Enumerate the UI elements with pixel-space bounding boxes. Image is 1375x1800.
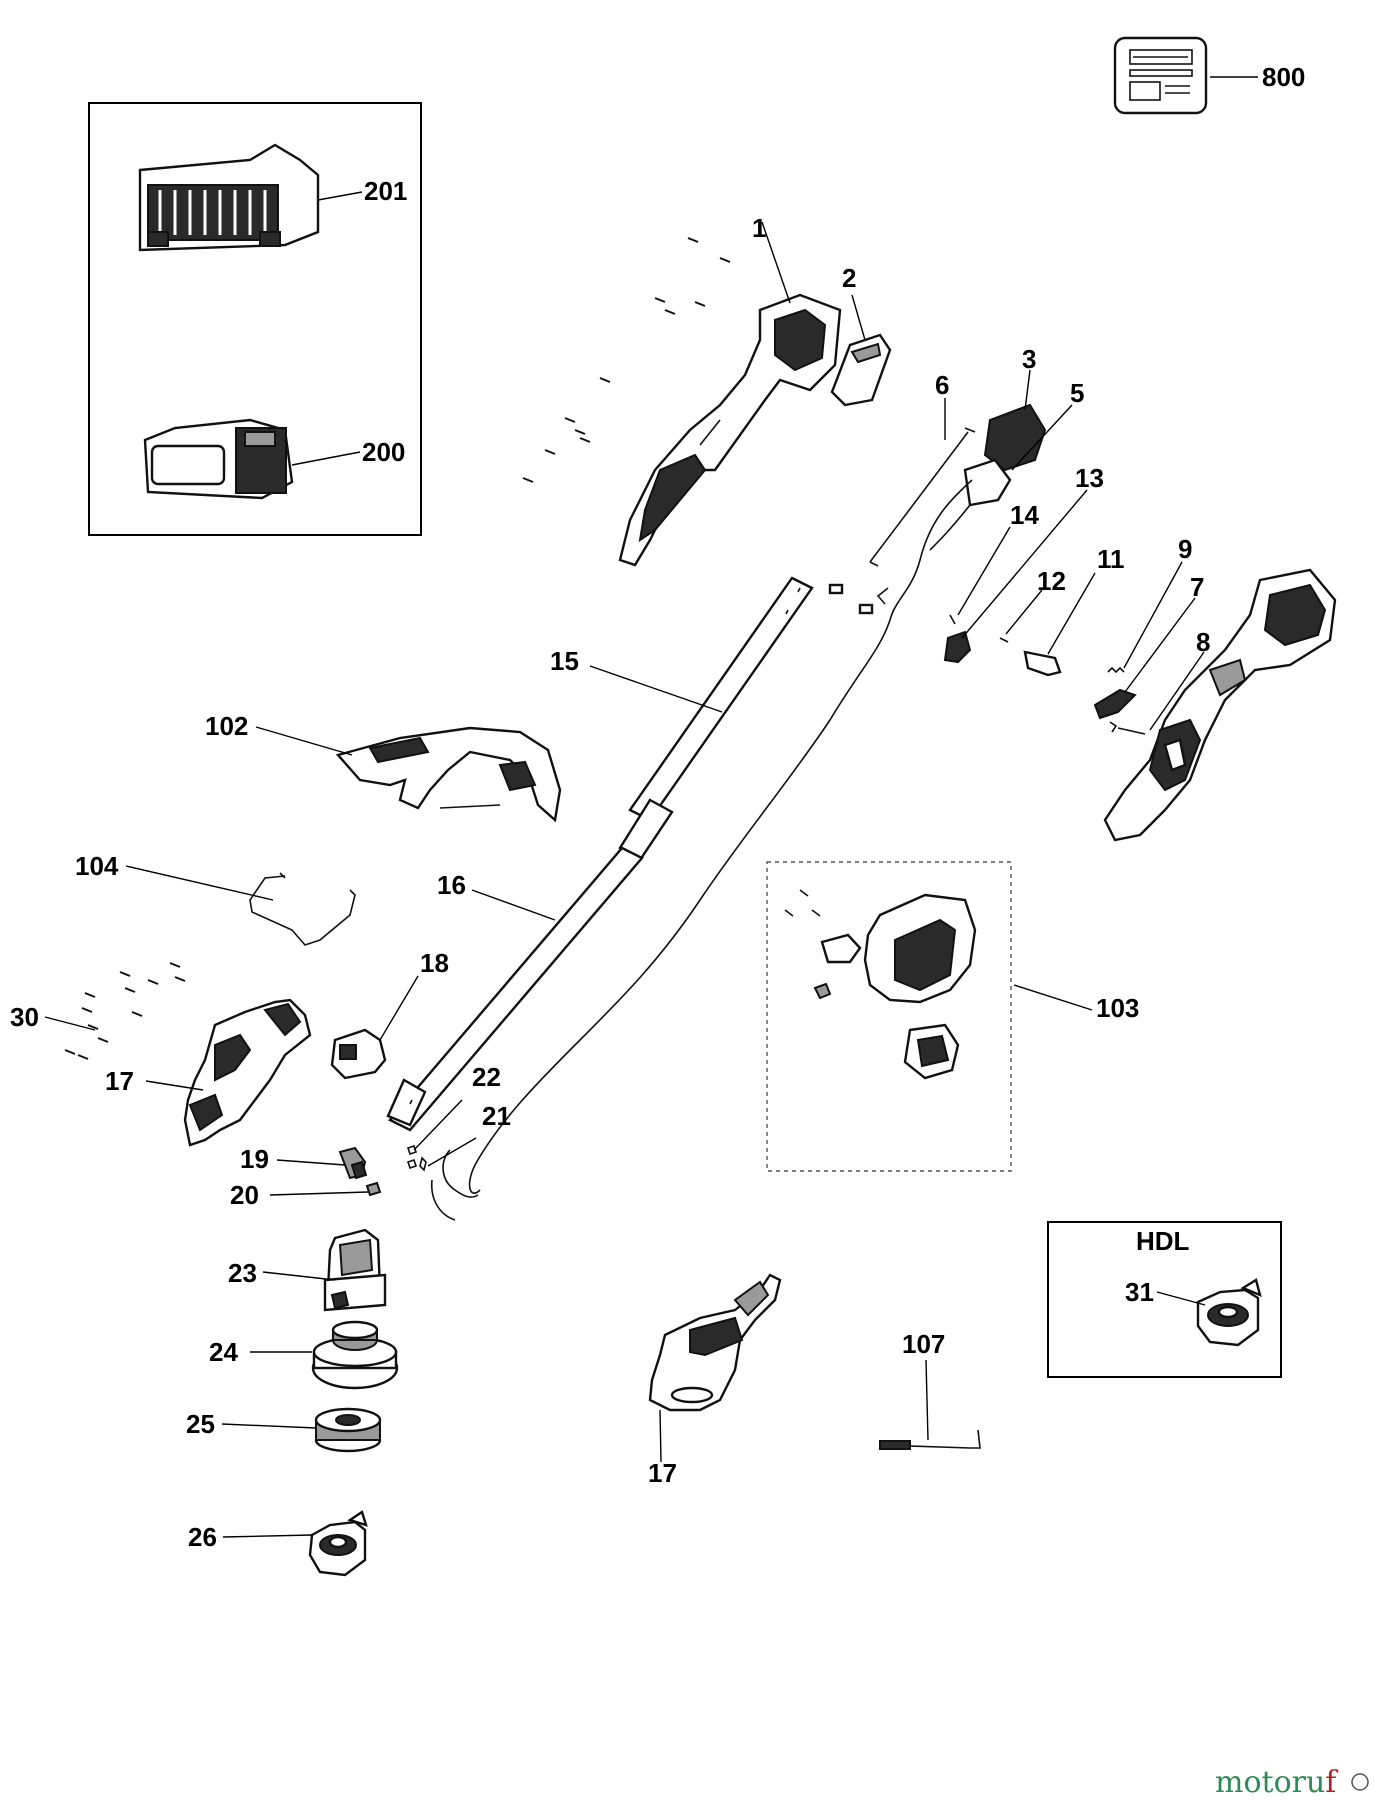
callout-15: 15 (550, 646, 579, 676)
line-spool (314, 1407, 382, 1453)
hex-key-tool (879, 1429, 981, 1450)
callout-21: 21 (482, 1101, 511, 1131)
callout-1: 1 (752, 213, 766, 243)
kit-103-box (766, 861, 1012, 1172)
grip-pad (830, 333, 892, 407)
pin-screw (1109, 721, 1146, 735)
trigger-block (943, 630, 972, 664)
callout-13: 13 (1075, 463, 1104, 493)
screws-motor-housing (64, 962, 186, 1060)
hdl-spool-cap (1196, 1278, 1262, 1347)
callout-17a: 17 (105, 1066, 134, 1096)
charger (138, 143, 320, 252)
callout-8: 8 (1196, 627, 1210, 657)
small-spring-clip (949, 614, 956, 625)
lock-off-button (1023, 650, 1062, 677)
motor-housing-assembled (648, 1273, 782, 1412)
hdl-label: HDL (1136, 1226, 1190, 1256)
wire-connector (430, 1149, 479, 1221)
motor-housing-half (183, 998, 312, 1147)
screws-upper-handle (522, 237, 731, 483)
guard (335, 726, 562, 823)
callout-30: 30 (10, 1002, 39, 1032)
callout-200: 200 (362, 437, 405, 467)
callout-26: 26 (188, 1522, 217, 1552)
callout-2: 2 (842, 263, 856, 293)
manual-booklet (1113, 36, 1208, 115)
callout-103: 103 (1096, 993, 1139, 1023)
callout-31: 31 (1125, 1277, 1154, 1307)
callout-6: 6 (935, 370, 949, 400)
battery-pack (143, 418, 294, 500)
charger-battery-box (88, 102, 422, 536)
callout-25: 25 (186, 1409, 215, 1439)
callout-19: 19 (240, 1144, 269, 1174)
callout-800: 800 (1262, 62, 1305, 92)
trigger (1093, 688, 1137, 720)
shaft-clips (406, 1144, 427, 1172)
callout-12: 12 (1037, 566, 1066, 596)
callout-7: 7 (1190, 572, 1204, 602)
callout-23: 23 (228, 1258, 257, 1288)
wire-harness (468, 479, 973, 1194)
callout-104: 104 (75, 851, 119, 881)
hdl-box (1047, 1221, 1282, 1378)
callout-3: 3 (1022, 344, 1036, 374)
small-fitting (338, 1146, 368, 1180)
pin (999, 637, 1009, 643)
callout-11: 11 (1097, 544, 1125, 574)
watermark: motoruf (1215, 1765, 1338, 1800)
wire-edge-guide (249, 872, 356, 946)
watermark-suffix: f (1325, 1765, 1338, 1800)
callout-14: 14 (1010, 500, 1039, 530)
watermark-logo-icon (1351, 1773, 1369, 1791)
callout-9: 9 (1178, 534, 1192, 564)
upper-shaft-tube (618, 576, 814, 862)
callout-22: 22 (472, 1062, 501, 1092)
callout-18: 18 (420, 948, 449, 978)
small-spring-20 (365, 1181, 382, 1197)
callout-5: 5 (1070, 378, 1084, 408)
callout-201: 201 (364, 176, 407, 206)
rod (828, 427, 976, 615)
kit-103-parts (784, 889, 977, 1080)
switch-assembly (929, 403, 1047, 551)
spring (1107, 666, 1125, 674)
spool-hub (311, 1320, 399, 1390)
callout-20: 20 (230, 1180, 259, 1210)
callout-17b: 17 (648, 1458, 677, 1488)
motor (323, 1228, 387, 1312)
cap-cover (330, 1028, 387, 1080)
callout-107: 107 (902, 1329, 945, 1359)
watermark-prefix: motoru (1215, 1765, 1325, 1800)
callout-16: 16 (437, 870, 466, 900)
rear-handle (1103, 568, 1337, 842)
callout-24: 24 (209, 1337, 238, 1367)
lower-shaft-tube (386, 846, 644, 1132)
callout-102: 102 (205, 711, 248, 741)
spool-cap (308, 1510, 368, 1577)
upper-handle-half (618, 293, 842, 567)
